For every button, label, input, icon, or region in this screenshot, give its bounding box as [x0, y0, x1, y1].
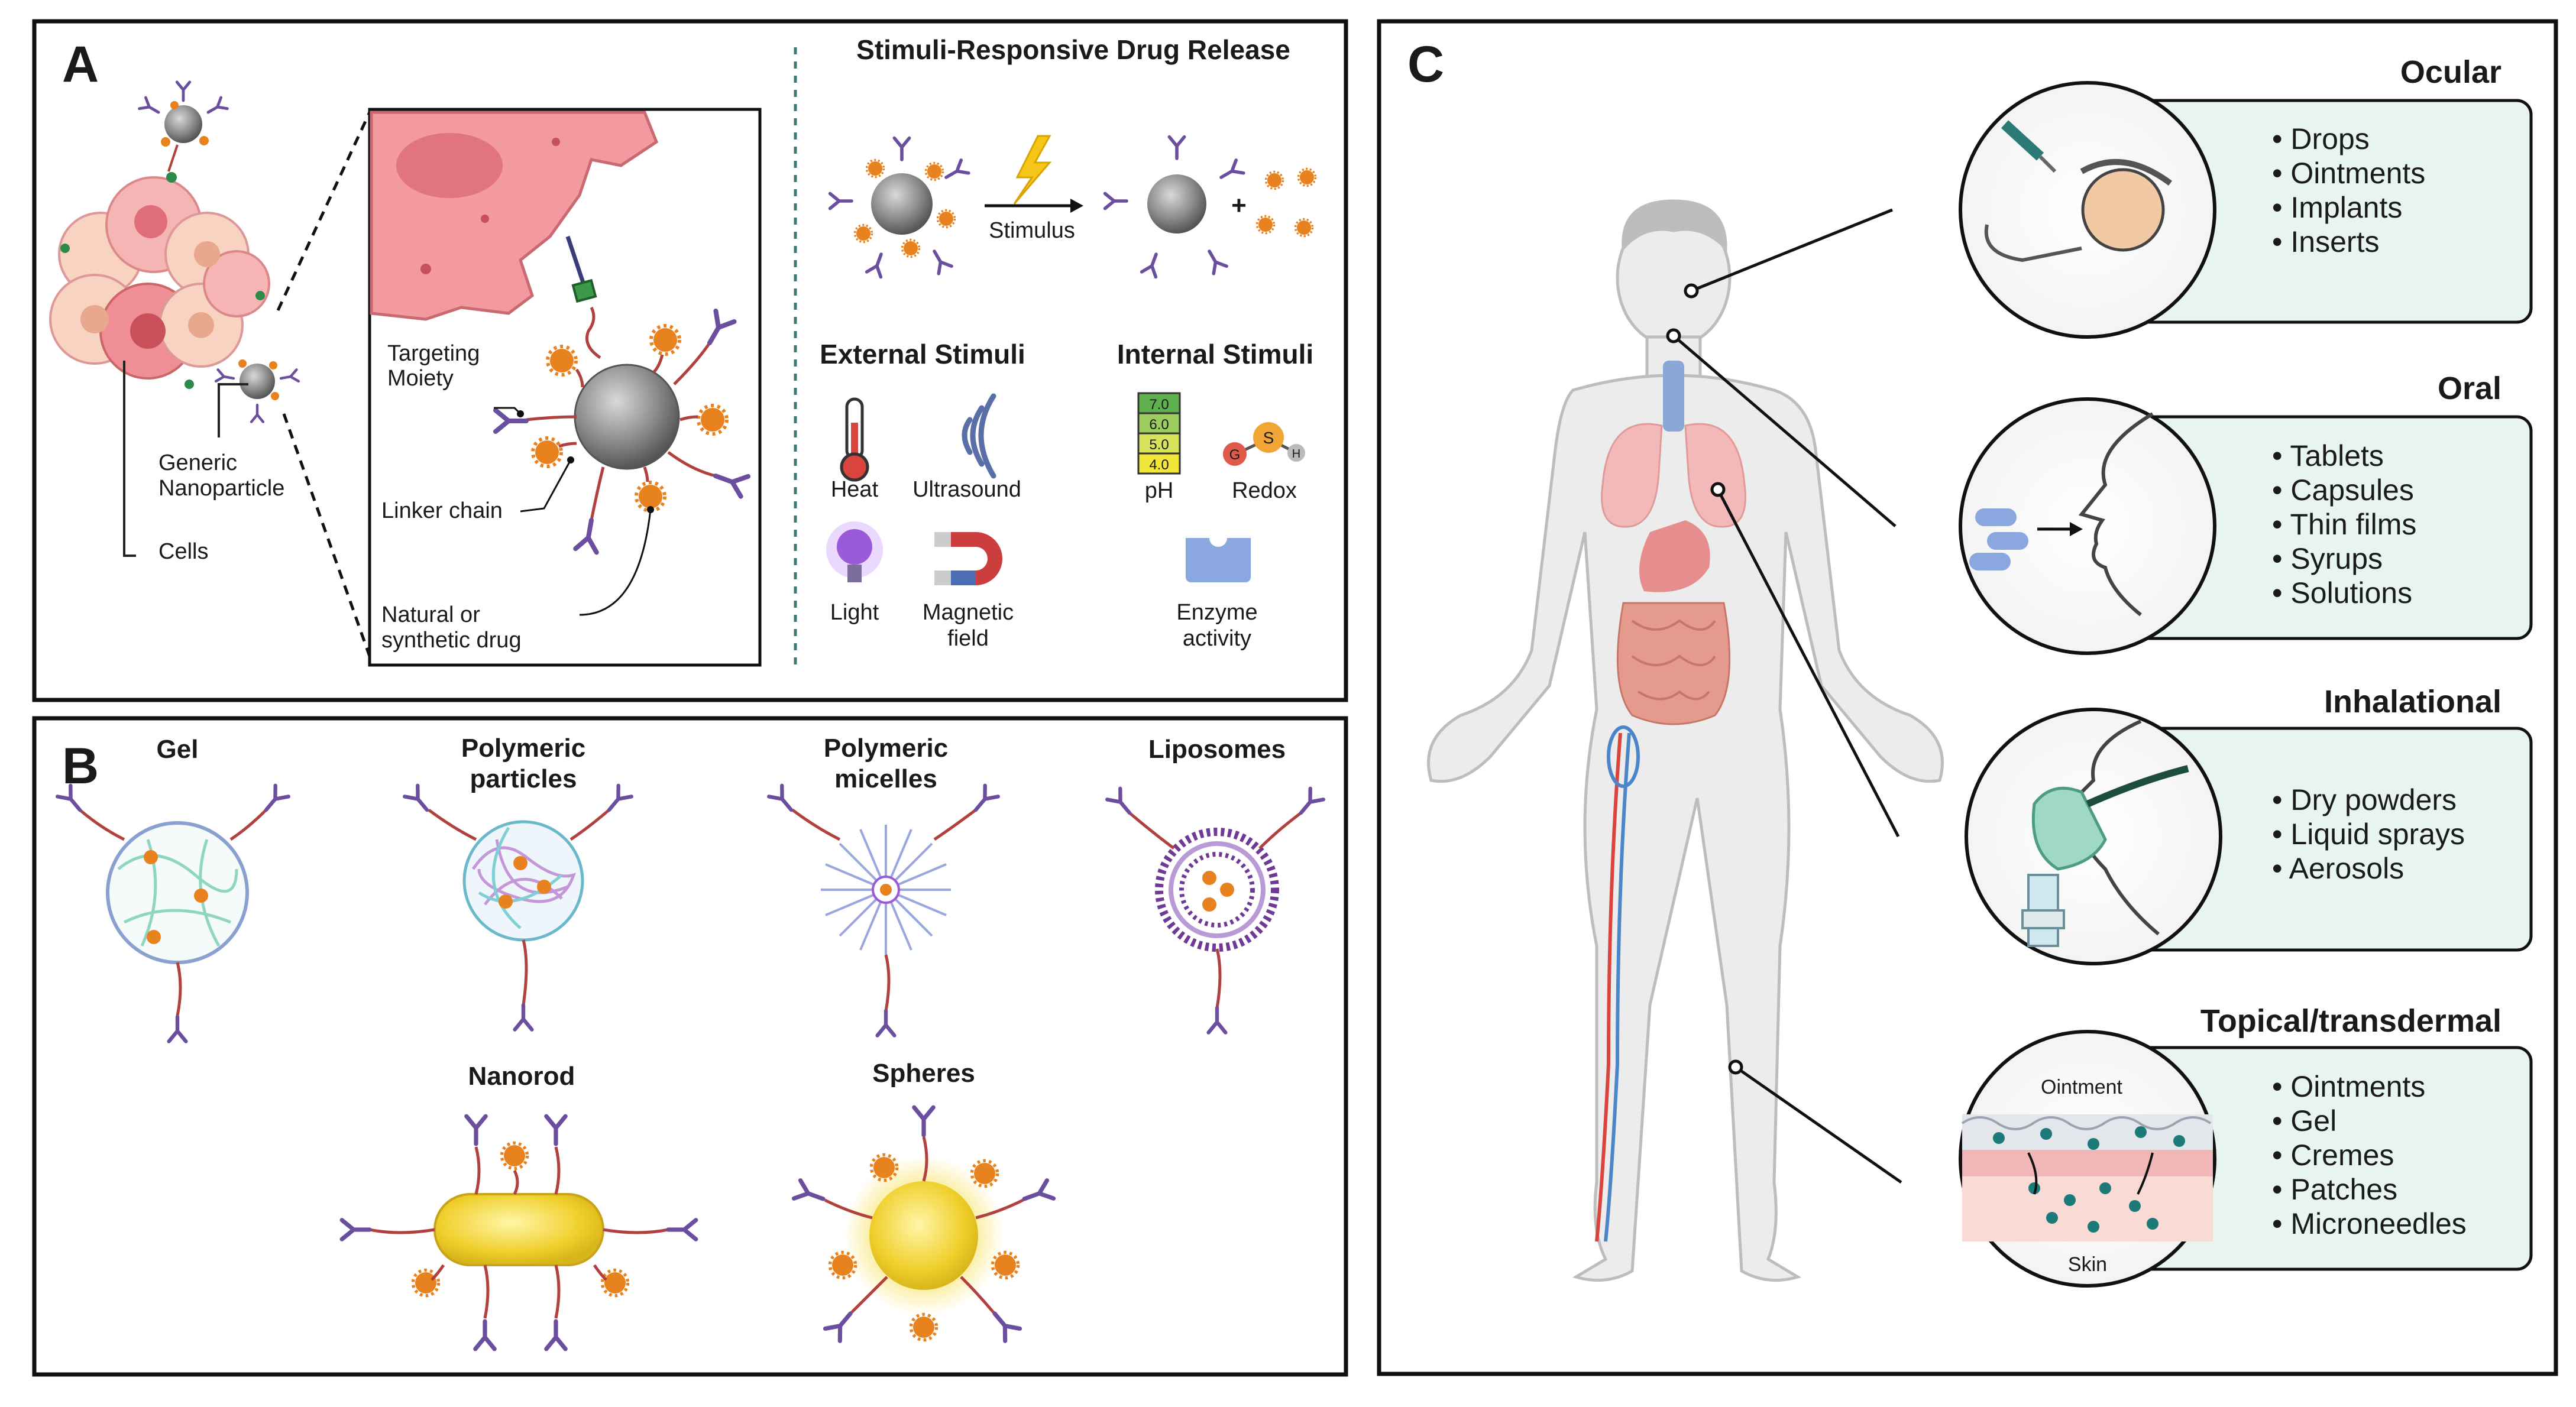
topical-item-1: • Ointments — [2272, 1070, 2425, 1103]
panel-a-title: Stimuli-Responsive Drug Release — [856, 34, 1290, 65]
label-light: Light — [830, 600, 879, 625]
micelle-particle — [769, 786, 998, 1036]
route-title-topical: Topical/transdermal — [2200, 1003, 2501, 1039]
heat-icon — [840, 397, 869, 482]
magnet-icon — [934, 532, 1002, 585]
ph-7: 7.0 — [1149, 397, 1169, 413]
redox-icon: G S H — [1223, 422, 1305, 466]
inhalational-item-2: • Liquid sprays — [2272, 818, 2465, 851]
inhalational-item-3: • Aerosols — [2272, 852, 2404, 885]
cells-cluster — [49, 176, 270, 380]
label-ultrasound: Ultrasound — [912, 477, 1021, 502]
liposome-particle — [1107, 789, 1323, 1033]
nanoparticle-small-top — [140, 82, 228, 172]
label-generic-1: Generic — [158, 450, 237, 475]
label-targeting-1: Targeting — [387, 341, 480, 366]
label-stimulus: Stimulus — [989, 218, 1075, 243]
topical-item-4: • Patches — [2272, 1173, 2397, 1206]
label-polymeric-micelles-1: Polymeric — [824, 734, 948, 763]
oral-illustration — [1959, 397, 2216, 655]
label-enzyme-1: Enzyme — [1176, 600, 1257, 625]
gel-particle — [57, 786, 289, 1042]
skin-label-ointment: Ointment — [2041, 1076, 2122, 1098]
polymeric-particle — [404, 786, 632, 1030]
label-polymeric-micelles-2: micelles — [834, 764, 937, 793]
topical-item-5: • Microneedles — [2272, 1207, 2467, 1240]
lightning-icon — [1013, 135, 1052, 205]
organs — [1601, 361, 1746, 725]
label-linker: Linker chain — [381, 498, 503, 523]
inhalational-item-1: • Dry powders — [2272, 783, 2457, 816]
enzyme-icon — [1186, 538, 1251, 582]
skin-label-skin: Skin — [2068, 1253, 2107, 1276]
oral-item-5: • Solutions — [2272, 576, 2412, 610]
gold-sphere-particle — [794, 1107, 1053, 1341]
ocular-item-1: • Drops — [2272, 122, 2370, 155]
redox-atom-s: S — [1263, 429, 1274, 447]
route-title-ocular: Ocular — [2400, 54, 2501, 90]
label-drug-2: synthetic drug — [381, 628, 522, 653]
label-drug-1: Natural or — [381, 602, 480, 627]
route-title-oral: Oral — [2438, 371, 2501, 406]
panel-a-letter: A — [62, 36, 99, 93]
leader-lines — [1672, 208, 1902, 1184]
label-nanorod: Nanorod — [468, 1062, 575, 1091]
label-magnetic-1: Magnetic — [923, 600, 1014, 625]
label-polymeric-particles-2: particles — [470, 764, 577, 793]
ocular-item-2: • Ointments — [2272, 157, 2425, 190]
human-body — [1427, 199, 1944, 1282]
label-targeting-2: Moiety — [387, 366, 454, 391]
label-spheres: Spheres — [872, 1059, 975, 1088]
oral-item-4: • Syrups — [2272, 542, 2383, 575]
ocular-item-3: • Implants — [2272, 191, 2402, 224]
label-heat: Heat — [831, 477, 879, 502]
panel-c-letter: C — [1407, 36, 1444, 93]
ph-4: 4.0 — [1149, 457, 1169, 473]
lightbulb-icon — [826, 521, 883, 582]
label-gel: Gel — [157, 735, 199, 764]
ph-6: 6.0 — [1149, 417, 1169, 433]
ultrasound-icon — [962, 393, 996, 479]
nanorod-particle — [342, 1116, 696, 1349]
ph-5: 5.0 — [1149, 437, 1169, 453]
label-magnetic-2: field — [947, 626, 989, 651]
label-ph: pH — [1145, 478, 1174, 503]
nanoparticle-small-bottom — [216, 359, 299, 422]
np-before-stimulus — [830, 138, 969, 277]
ph-scale-icon: 7.0 6.0 5.0 4.0 — [1137, 392, 1181, 475]
internal-stimuli-heading: Internal Stimuli — [1117, 339, 1313, 369]
oral-item-1: • Tablets — [2272, 439, 2384, 472]
label-redox: Redox — [1232, 478, 1297, 503]
topical-item-3: • Cremes — [2272, 1139, 2394, 1172]
label-cells: Cells — [158, 539, 208, 564]
redox-atom-h: H — [1292, 448, 1300, 461]
redox-atom-g: G — [1229, 447, 1241, 463]
external-stimuli-heading: External Stimuli — [820, 339, 1025, 369]
label-enzyme-2: activity — [1183, 626, 1251, 651]
topical-item-2: • Gel — [2272, 1104, 2336, 1137]
oral-item-3: • Thin films — [2272, 508, 2416, 541]
label-liposomes: Liposomes — [1148, 735, 1286, 764]
panel-b-frame — [32, 716, 1348, 1377]
np-after-stimulus — [1105, 137, 1244, 277]
label-plus: + — [1231, 191, 1247, 220]
oral-item-2: • Capsules — [2272, 474, 2414, 507]
label-polymeric-particles-1: Polymeric — [461, 734, 585, 763]
nanoparticle-zoom — [496, 306, 748, 552]
ocular-item-4: • Inserts — [2272, 225, 2379, 258]
panel-b-letter: B — [62, 738, 99, 795]
label-generic-2: Nanoparticle — [158, 476, 284, 501]
route-title-inhalational: Inhalational — [2324, 684, 2501, 719]
drug-molecules-skin — [1993, 1126, 2185, 1233]
